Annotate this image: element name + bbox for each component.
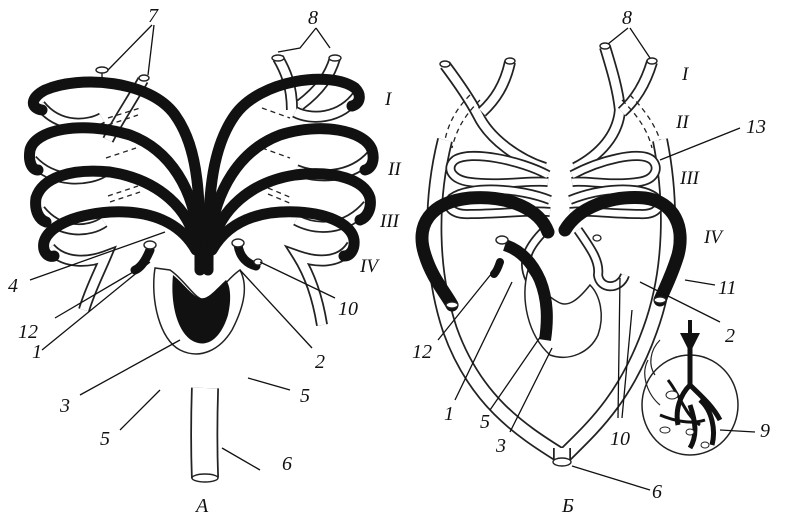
panel-b: 8 I II 13 III IV 11 2 12 1 5 3 10 9 6 Б	[412, 7, 770, 516]
label-a-12: 12	[18, 321, 38, 343]
label-b-arch-2: II	[675, 112, 690, 133]
panel-b-title: Б	[561, 495, 574, 516]
label-a-10: 10	[338, 298, 358, 320]
label-b-9: 9	[760, 420, 770, 442]
panel-a-dark-arches	[29, 79, 373, 270]
label-b-1: 1	[444, 403, 454, 425]
label-b-arch-1: I	[681, 64, 690, 85]
label-b-6: 6	[652, 481, 662, 503]
label-a-4: 4	[8, 275, 18, 297]
label-a-2: 2	[315, 351, 325, 373]
panel-a: 7 8 I II III IV 4 12 1 3 5 5 6 2 10 А	[8, 5, 402, 516]
panel-b-light-arches	[449, 156, 659, 286]
label-a-1: 1	[32, 341, 42, 363]
label-a-6: 6	[282, 453, 292, 475]
label-b-8: 8	[622, 7, 632, 29]
label-b-arch-3: III	[679, 168, 701, 189]
panel-a-title: А	[194, 495, 209, 516]
label-a-arch-3: III	[379, 211, 401, 232]
label-b-13: 13	[746, 116, 766, 138]
panel-a-posterior-trunk	[192, 388, 218, 482]
label-b-arch-4: IV	[703, 227, 724, 248]
label-a-arch-1: I	[384, 89, 393, 110]
label-a-3: 3	[59, 395, 70, 417]
label-a-arch-2: II	[387, 159, 402, 180]
label-b-10: 10	[610, 428, 630, 450]
label-a-7: 7	[148, 5, 159, 27]
panel-b-posterior-trunk	[553, 448, 571, 466]
label-a-5-right: 5	[300, 385, 310, 407]
label-b-2: 2	[725, 325, 735, 347]
label-a-arch-4: IV	[359, 256, 380, 277]
label-b-3: 3	[495, 435, 506, 457]
label-b-12: 12	[412, 341, 432, 363]
panel-b-lung	[642, 320, 738, 455]
label-b-5: 5	[480, 411, 490, 433]
label-b-11: 11	[718, 277, 737, 299]
label-a-5-left: 5	[100, 428, 110, 450]
panel-b-carotid-right	[575, 43, 657, 168]
panel-b-heart	[494, 236, 601, 357]
label-a-8: 8	[308, 7, 318, 29]
